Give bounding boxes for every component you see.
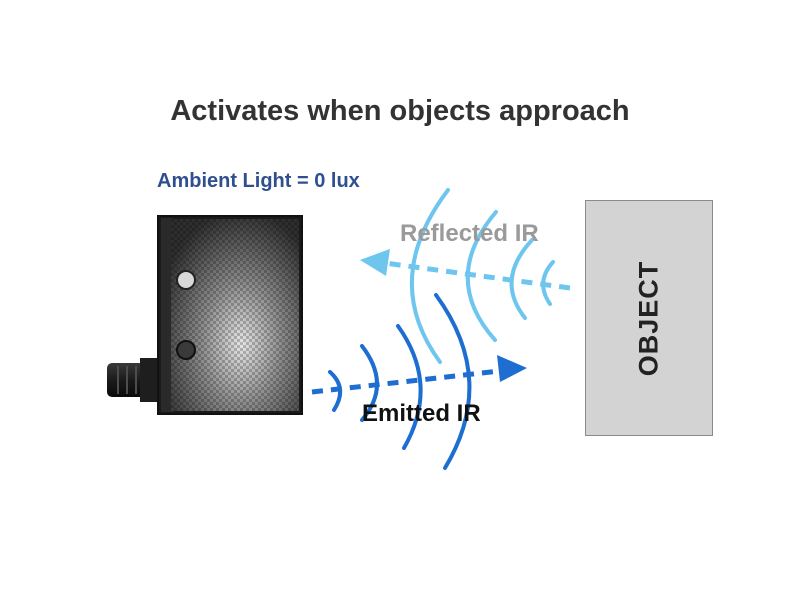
object-label: OBJECT	[633, 260, 664, 376]
object-block: OBJECT	[585, 200, 713, 436]
ambient-light-label: Ambient Light = 0 lux	[157, 170, 360, 192]
emitted-ir-label: Emitted IR	[362, 400, 481, 427]
emitted-ir-waves	[328, 293, 472, 470]
reflected-ir-arrow	[360, 249, 571, 291]
reflected-ir-label: Reflected IR	[400, 220, 539, 247]
emitted-ir-arrow	[311, 355, 527, 395]
photoelectric-sensor-icon	[157, 215, 303, 415]
indicator-light-top	[176, 270, 196, 290]
reflected-ir-waves	[409, 188, 555, 364]
diagram-title: Activates when objects approach	[170, 95, 630, 127]
cable-connector-icon	[107, 358, 162, 402]
indicator-light-bottom	[176, 340, 196, 360]
